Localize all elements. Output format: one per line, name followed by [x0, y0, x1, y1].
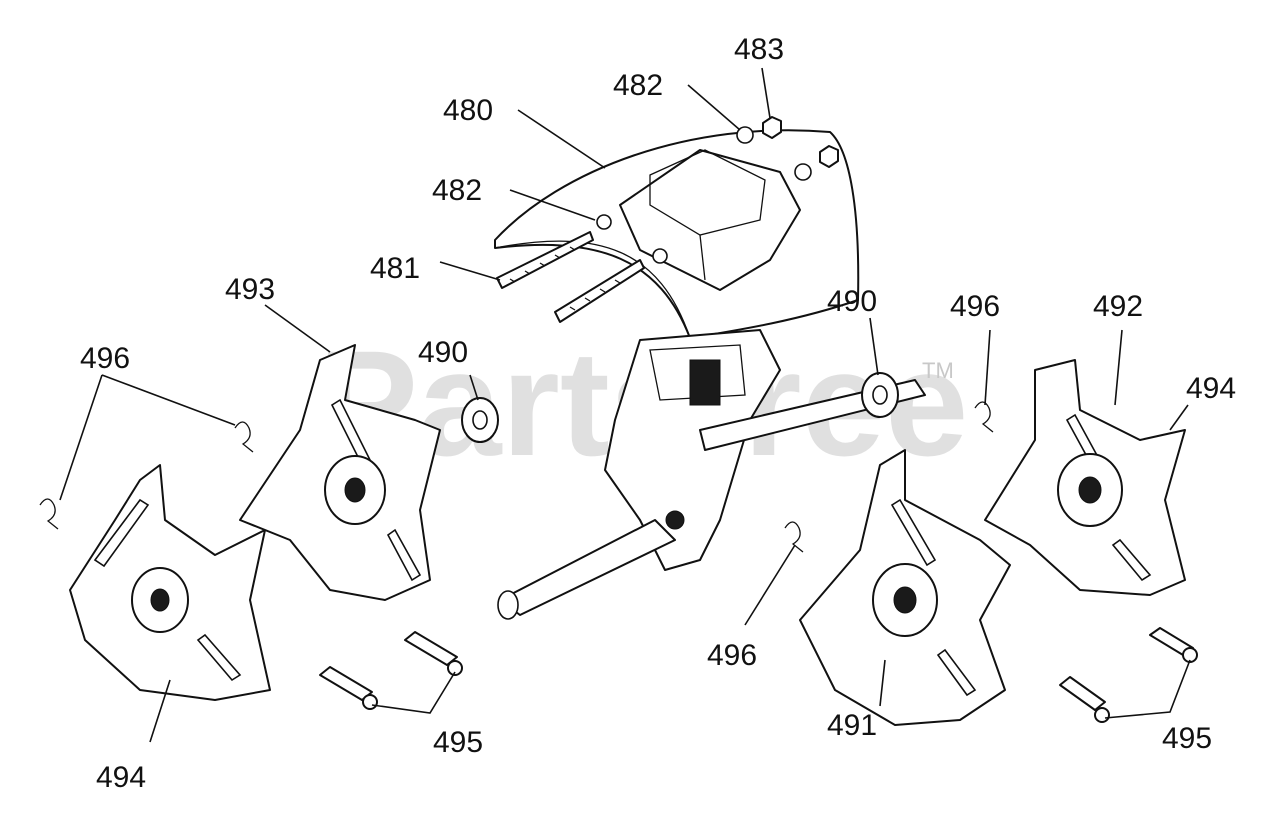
- washers-490: [461, 372, 899, 443]
- callout-494-left: 494: [96, 761, 146, 794]
- clevis-pins-495: [319, 627, 1198, 723]
- callout-492: 492: [1093, 290, 1143, 323]
- bolts-481: [496, 231, 645, 323]
- hardware-482-483: [736, 116, 839, 181]
- callout-490-right: 490: [827, 285, 877, 318]
- callout-495-right: 495: [1162, 722, 1212, 755]
- callout-480: 480: [443, 94, 493, 127]
- callout-482-lower: 482: [432, 174, 482, 207]
- part-callouts: 480 481 482 482 483 490 490 491 492 493 …: [80, 33, 1236, 794]
- callout-483: 483: [734, 33, 784, 66]
- callout-496-left: 496: [80, 342, 130, 375]
- tine-494-left: [69, 464, 271, 701]
- hairpin-clips-496: [39, 401, 994, 553]
- tine-492: [984, 359, 1186, 596]
- callout-496-center: 496: [707, 639, 757, 672]
- callout-491: 491: [827, 709, 877, 742]
- leader-lines: [59, 67, 1191, 743]
- callout-496-right: 496: [950, 290, 1000, 323]
- callout-495-left: 495: [433, 726, 483, 759]
- callout-493: 493: [225, 273, 275, 306]
- callout-490-left: 490: [418, 336, 468, 369]
- watermark-trademark: TM: [922, 358, 954, 383]
- callout-494-right: 494: [1186, 372, 1236, 405]
- tine-491: [799, 449, 1011, 726]
- callout-482-upper: 482: [613, 69, 663, 102]
- callout-481: 481: [370, 252, 420, 285]
- tine-493: [239, 344, 441, 601]
- tine-shield-480: [494, 129, 860, 339]
